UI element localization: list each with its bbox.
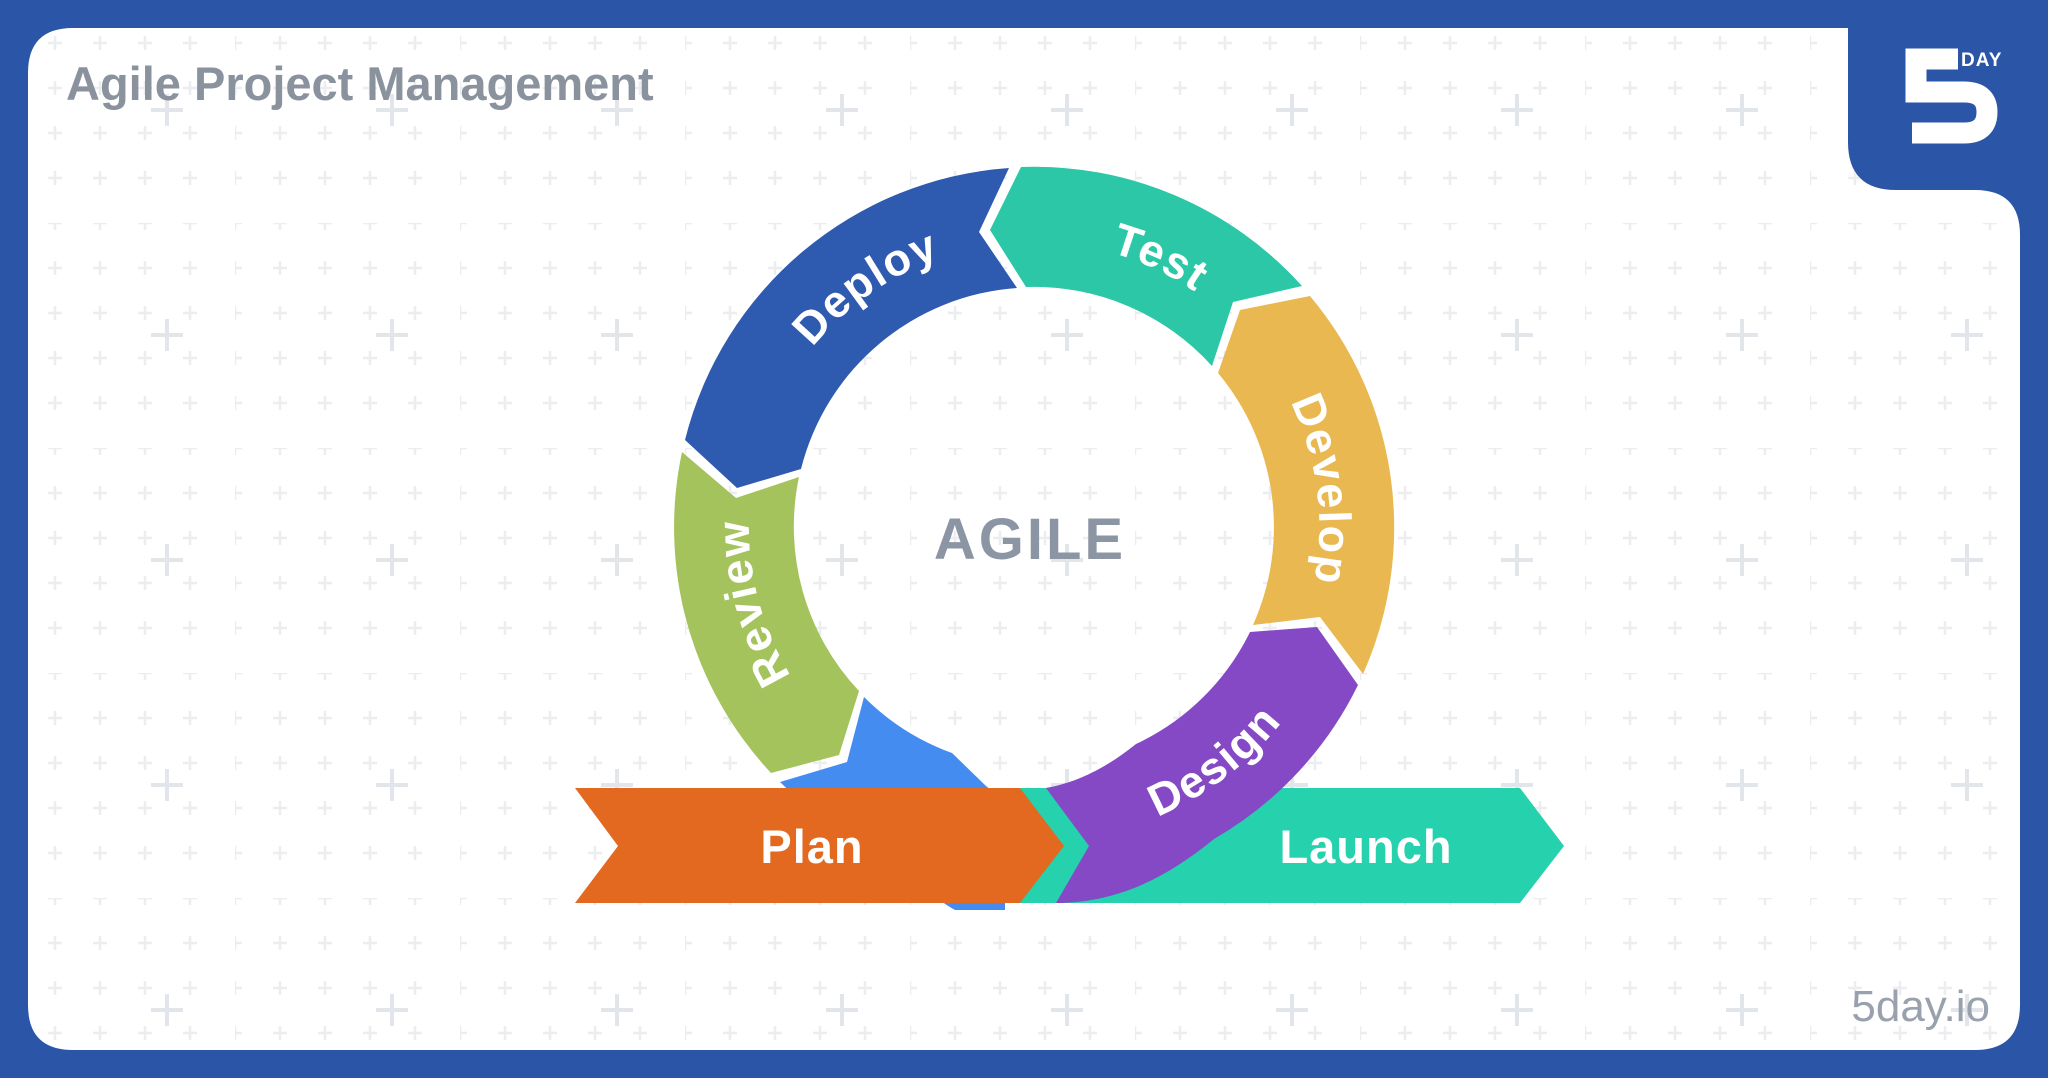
logo-day-text: DAY	[1961, 50, 2002, 71]
footer-site: 5day.io	[1851, 982, 1990, 1031]
segment-review	[674, 452, 859, 773]
five-icon	[1905, 48, 1998, 144]
segment-test	[990, 166, 1302, 366]
center-label: AGILE	[934, 507, 1126, 572]
label-plan: Plan	[760, 820, 863, 873]
segment-deploy	[685, 168, 1017, 488]
page-title: Agile Project Management	[66, 57, 654, 110]
segment-design	[1046, 627, 1358, 903]
label-launch: Launch	[1279, 820, 1452, 873]
plan-arrow	[575, 788, 1064, 903]
logo-5day: DAY	[1905, 48, 2002, 144]
segment-develop	[1218, 296, 1395, 674]
